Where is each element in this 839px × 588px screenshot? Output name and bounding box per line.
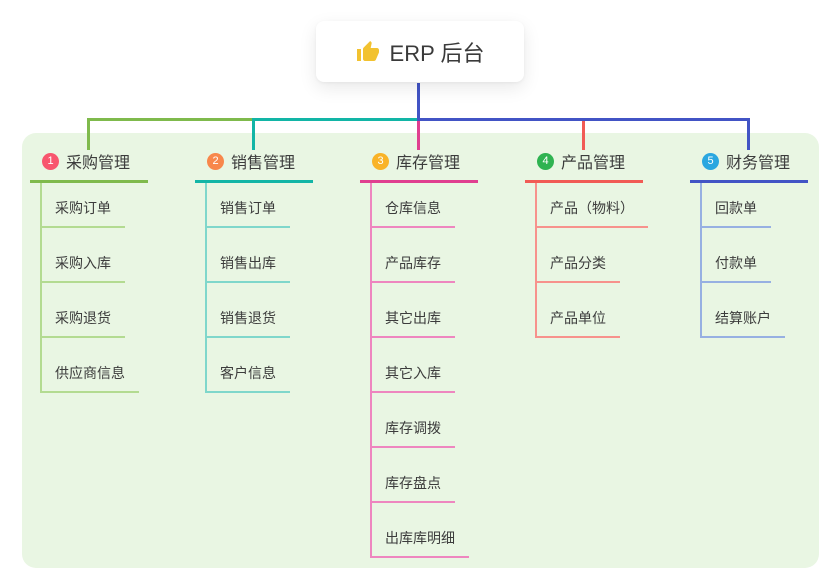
branch-header-库存管理[interactable]: 3 库存管理 <box>360 149 478 183</box>
root-stem-line <box>417 83 420 118</box>
branch-label: 财务管理 <box>726 155 791 172</box>
child-node-供应商信息[interactable]: 供应商信息 <box>40 363 139 393</box>
branch-drop-line <box>582 121 585 150</box>
root-label: ERP 后台 <box>389 40 485 66</box>
child-node-客户信息[interactable]: 客户信息 <box>205 363 290 393</box>
branch-drop-line <box>417 121 420 150</box>
child-node-采购订单[interactable]: 采购订单 <box>40 198 125 228</box>
child-node-出库库明细[interactable]: 出库库明细 <box>370 528 469 558</box>
branch-label: 采购管理 <box>66 155 131 172</box>
bus-segment-blue <box>417 118 750 121</box>
child-node-产品单位[interactable]: 产品单位 <box>535 308 620 338</box>
child-node-仓库信息[interactable]: 仓库信息 <box>370 198 455 228</box>
child-node-产品分类[interactable]: 产品分类 <box>535 253 620 283</box>
branch-trunk-line <box>205 181 207 393</box>
child-node-付款单[interactable]: 付款单 <box>700 253 771 283</box>
branch-number-badge: 3 <box>372 152 389 170</box>
branch-label: 产品管理 <box>561 155 626 172</box>
child-node-采购退货[interactable]: 采购退货 <box>40 308 125 338</box>
bus-segment-green <box>87 118 255 121</box>
branch-trunk-line <box>370 181 372 558</box>
branch-label: 销售管理 <box>231 155 296 172</box>
branch-number-badge: 4 <box>537 152 554 170</box>
branch-trunk-line <box>40 181 42 393</box>
branch-drop-line <box>87 121 90 150</box>
child-node-销售出库[interactable]: 销售出库 <box>205 253 290 283</box>
branch-header-财务管理[interactable]: 5 财务管理 <box>690 149 808 183</box>
child-node-库存调拨[interactable]: 库存调拨 <box>370 418 455 448</box>
root-node[interactable]: ERP 后台 <box>316 21 524 82</box>
child-node-其它入库[interactable]: 其它入库 <box>370 363 455 393</box>
branch-trunk-line <box>700 181 702 338</box>
branch-drop-line <box>252 121 255 150</box>
child-node-结算账户[interactable]: 结算账户 <box>700 308 785 338</box>
branch-drop-line <box>747 121 750 150</box>
child-node-采购入库[interactable]: 采购入库 <box>40 253 125 283</box>
child-node-其它出库[interactable]: 其它出库 <box>370 308 455 338</box>
child-node-销售退货[interactable]: 销售退货 <box>205 308 290 338</box>
branch-number-badge: 2 <box>207 152 224 170</box>
branch-number-badge: 1 <box>42 152 59 170</box>
branch-header-采购管理[interactable]: 1 采购管理 <box>30 149 148 183</box>
branch-label: 库存管理 <box>396 155 461 172</box>
branch-number-badge: 5 <box>702 152 719 170</box>
child-node-产品（物料）[interactable]: 产品（物料） <box>535 198 648 228</box>
thumbs-up-icon <box>356 40 380 64</box>
branch-header-销售管理[interactable]: 2 销售管理 <box>195 149 313 183</box>
child-node-产品库存[interactable]: 产品库存 <box>370 253 455 283</box>
branch-header-产品管理[interactable]: 4 产品管理 <box>525 149 643 183</box>
child-node-回款单[interactable]: 回款单 <box>700 198 771 228</box>
child-node-销售订单[interactable]: 销售订单 <box>205 198 290 228</box>
child-node-库存盘点[interactable]: 库存盘点 <box>370 473 455 503</box>
branch-trunk-line <box>535 181 537 338</box>
branches-panel <box>22 133 819 568</box>
bus-segment-teal <box>252 118 420 121</box>
